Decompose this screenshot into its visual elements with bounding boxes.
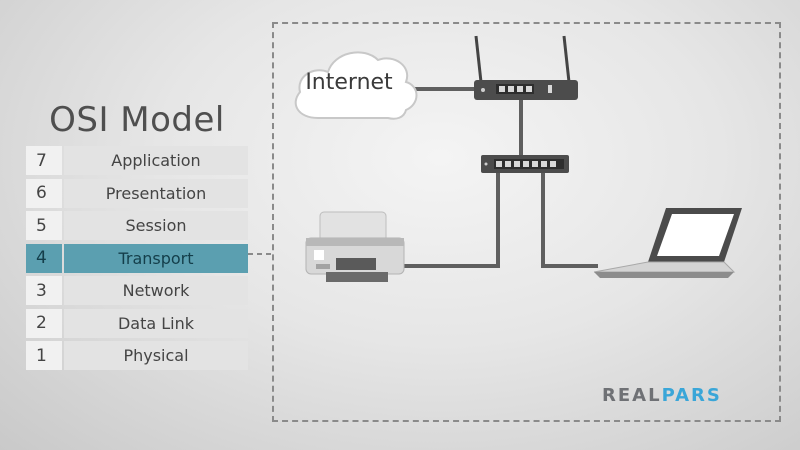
- layer-name: Application: [64, 146, 248, 175]
- logo-text-part2: PARS: [661, 385, 722, 406]
- layer-number: 4: [26, 243, 62, 273]
- osi-layer-5[interactable]: 5 Session: [26, 211, 248, 240]
- layer-number: 3: [26, 276, 62, 305]
- layer-number: 5: [26, 211, 62, 240]
- network-cables: [398, 87, 598, 268]
- layer-name: Physical: [64, 341, 248, 370]
- network-diagram-frame: [272, 22, 781, 422]
- switch-printer-cable: [402, 171, 500, 268]
- layer-name: Transport: [64, 243, 248, 273]
- osi-layer-6[interactable]: 6 Presentation: [26, 178, 248, 208]
- realpars-logo: REALPARS: [602, 385, 722, 406]
- layer-number: 6: [26, 178, 62, 208]
- osi-layer-4-highlighted[interactable]: 4 Transport: [26, 243, 248, 273]
- switch-laptop-cable: [541, 171, 598, 268]
- switch-icon: [481, 155, 569, 173]
- layer-name: Session: [64, 211, 248, 240]
- osi-layer-3[interactable]: 3 Network: [26, 276, 248, 305]
- layer-number: 2: [26, 308, 62, 338]
- cloud-icon: [294, 51, 418, 120]
- layer-name: Data Link: [64, 308, 248, 338]
- internet-label: Internet: [305, 70, 393, 95]
- osi-layer-list: 7 Application 6 Presentation 5 Session 4…: [26, 146, 248, 374]
- layer-name: Presentation: [64, 178, 248, 208]
- osi-layer-1[interactable]: 1 Physical: [26, 341, 248, 370]
- router-icon: [474, 35, 578, 100]
- layer-name: Network: [64, 276, 248, 305]
- osi-layer-2[interactable]: 2 Data Link: [26, 308, 248, 338]
- layer-number: 1: [26, 341, 62, 370]
- layer-number: 7: [26, 146, 62, 175]
- printer-icon: [305, 211, 405, 282]
- laptop-icon: [593, 208, 742, 278]
- osi-layer-7[interactable]: 7 Application: [26, 146, 248, 175]
- logo-text-part1: REAL: [602, 385, 662, 406]
- osi-model-title: OSI Model: [49, 100, 225, 140]
